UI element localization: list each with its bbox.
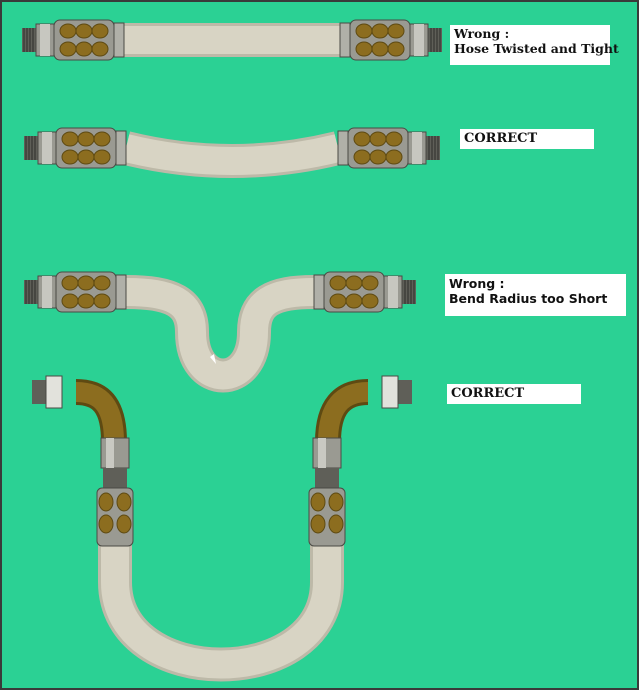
hose-bend-too-short (24, 271, 416, 393)
elbow-right (318, 382, 369, 443)
crimp-lobe (116, 514, 132, 534)
nut-highlight (318, 438, 326, 468)
hose-body (101, 542, 341, 679)
neck (103, 468, 127, 490)
hex-nut-highlight (388, 276, 398, 308)
kink-mark (210, 354, 216, 364)
crimp-lobe (77, 293, 95, 309)
label-correct-1: CORRECT (460, 129, 594, 149)
hex-nut-highlight (40, 24, 50, 56)
fitting-right (337, 127, 440, 169)
crimp-lobe (116, 492, 132, 512)
collar (337, 130, 349, 166)
crimp-lobe (98, 492, 114, 512)
hose-correct-u-bend (32, 375, 412, 682)
nut (100, 437, 130, 469)
elbow-left (75, 382, 124, 443)
fitting-left (24, 127, 127, 169)
crimp-lobe (61, 149, 79, 165)
crimp-lobe (345, 275, 363, 291)
label-correct-1-text: CORRECT (464, 131, 538, 146)
hex-nut-highlight (414, 24, 424, 56)
crimp-lobe (91, 23, 109, 39)
crimp-lobe (369, 131, 387, 147)
collar (313, 274, 325, 310)
thread-end (32, 380, 46, 404)
crimp-lobe (387, 41, 405, 57)
crimp-lobe (98, 514, 114, 534)
fitting-right (339, 19, 442, 61)
crimp-lobe (361, 293, 379, 309)
fitting-left (24, 271, 127, 313)
hex-nut-highlight (42, 132, 52, 164)
crimp-lobe (75, 41, 93, 57)
crimp-lobe (77, 149, 95, 165)
hex-nut-highlight (42, 276, 52, 308)
collar (115, 274, 127, 310)
crimp-lobe (329, 275, 347, 291)
crimp-lobe (61, 293, 79, 309)
end-fitting-right (381, 375, 412, 409)
thread-end (398, 380, 412, 404)
crimp-lobe (61, 131, 79, 147)
crimp-lobe (329, 293, 347, 309)
end-fitting-left (32, 375, 63, 409)
label-correct-2: CORRECT (447, 384, 581, 404)
crimp-lobe (77, 275, 95, 291)
nut (312, 437, 342, 469)
crimp-lobe (328, 492, 344, 512)
crimp-lobe (345, 293, 363, 309)
label-wrong-twisted-line1: Wrong : (454, 26, 510, 41)
crimp-lobe (385, 149, 403, 165)
crimp-lobe (310, 514, 326, 534)
crimp-lobe (355, 23, 373, 39)
crimp-lobe (355, 41, 373, 57)
hose-body (125, 278, 315, 390)
crimp-lobe (371, 41, 389, 57)
crimp-lobe (93, 275, 111, 291)
crimp-lobe (91, 41, 109, 57)
crimp-lobe (369, 149, 387, 165)
label-correct-2-text: CORRECT (451, 386, 525, 401)
hose-body (122, 134, 342, 175)
collar (115, 130, 127, 166)
label-wrong-bend-line1: Wrong : (449, 276, 505, 291)
label-wrong-bend-line2: Bend Radius too Short (449, 291, 608, 306)
crimp-lobe (310, 492, 326, 512)
neck (315, 468, 339, 490)
crimp-lobe (93, 149, 111, 165)
hex-nut-highlight (412, 132, 422, 164)
hex-nut (381, 375, 399, 409)
label-wrong-twisted: Wrong : Hose Twisted and Tight (450, 25, 619, 65)
crimp-lobe (77, 131, 95, 147)
collar (113, 22, 125, 58)
crimp-lobe (353, 131, 371, 147)
crimp-lobe (353, 149, 371, 165)
collar (339, 22, 351, 58)
hose-twisted-tight (22, 19, 442, 61)
crimp-lobe (328, 514, 344, 534)
crimp-lobe (93, 131, 111, 147)
hose-correct-straight (24, 127, 440, 178)
vertical-fitting-left (96, 437, 134, 547)
fitting-right (313, 271, 416, 313)
crimp-lobe (371, 23, 389, 39)
crimp-lobe (75, 23, 93, 39)
crimp-lobe (361, 275, 379, 291)
crimp-lobe (387, 23, 405, 39)
vertical-fitting-right (308, 437, 346, 547)
fitting-left (22, 19, 125, 61)
crimp-lobe (59, 41, 77, 57)
crimp-lobe (59, 23, 77, 39)
hex-nut (45, 375, 63, 409)
crimp-lobe (61, 275, 79, 291)
crimp-lobe (93, 293, 111, 309)
label-wrong-bend: Wrong : Bend Radius too Short (445, 274, 626, 316)
label-wrong-twisted-line2: Hose Twisted and Tight (454, 41, 619, 56)
nut-highlight (106, 438, 114, 468)
crimp-lobe (385, 131, 403, 147)
